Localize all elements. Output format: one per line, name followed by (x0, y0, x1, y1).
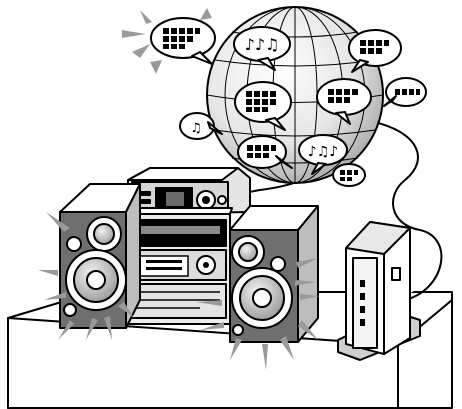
svg-text:♪♫♪: ♪♫♪ (308, 144, 338, 160)
speech-bubble-icon (151, 18, 215, 64)
speaker-icon (60, 184, 140, 328)
speech-bubble-icon (333, 164, 365, 186)
svg-text:♫: ♫ (190, 121, 202, 136)
router-icon (338, 222, 420, 360)
stereo-icon (126, 208, 232, 324)
svg-text:♪♪♫: ♪♪♫ (245, 35, 280, 54)
speaker-icon (230, 206, 318, 342)
speech-bubble-icon (384, 78, 426, 106)
speech-bubble-icon (349, 30, 401, 72)
